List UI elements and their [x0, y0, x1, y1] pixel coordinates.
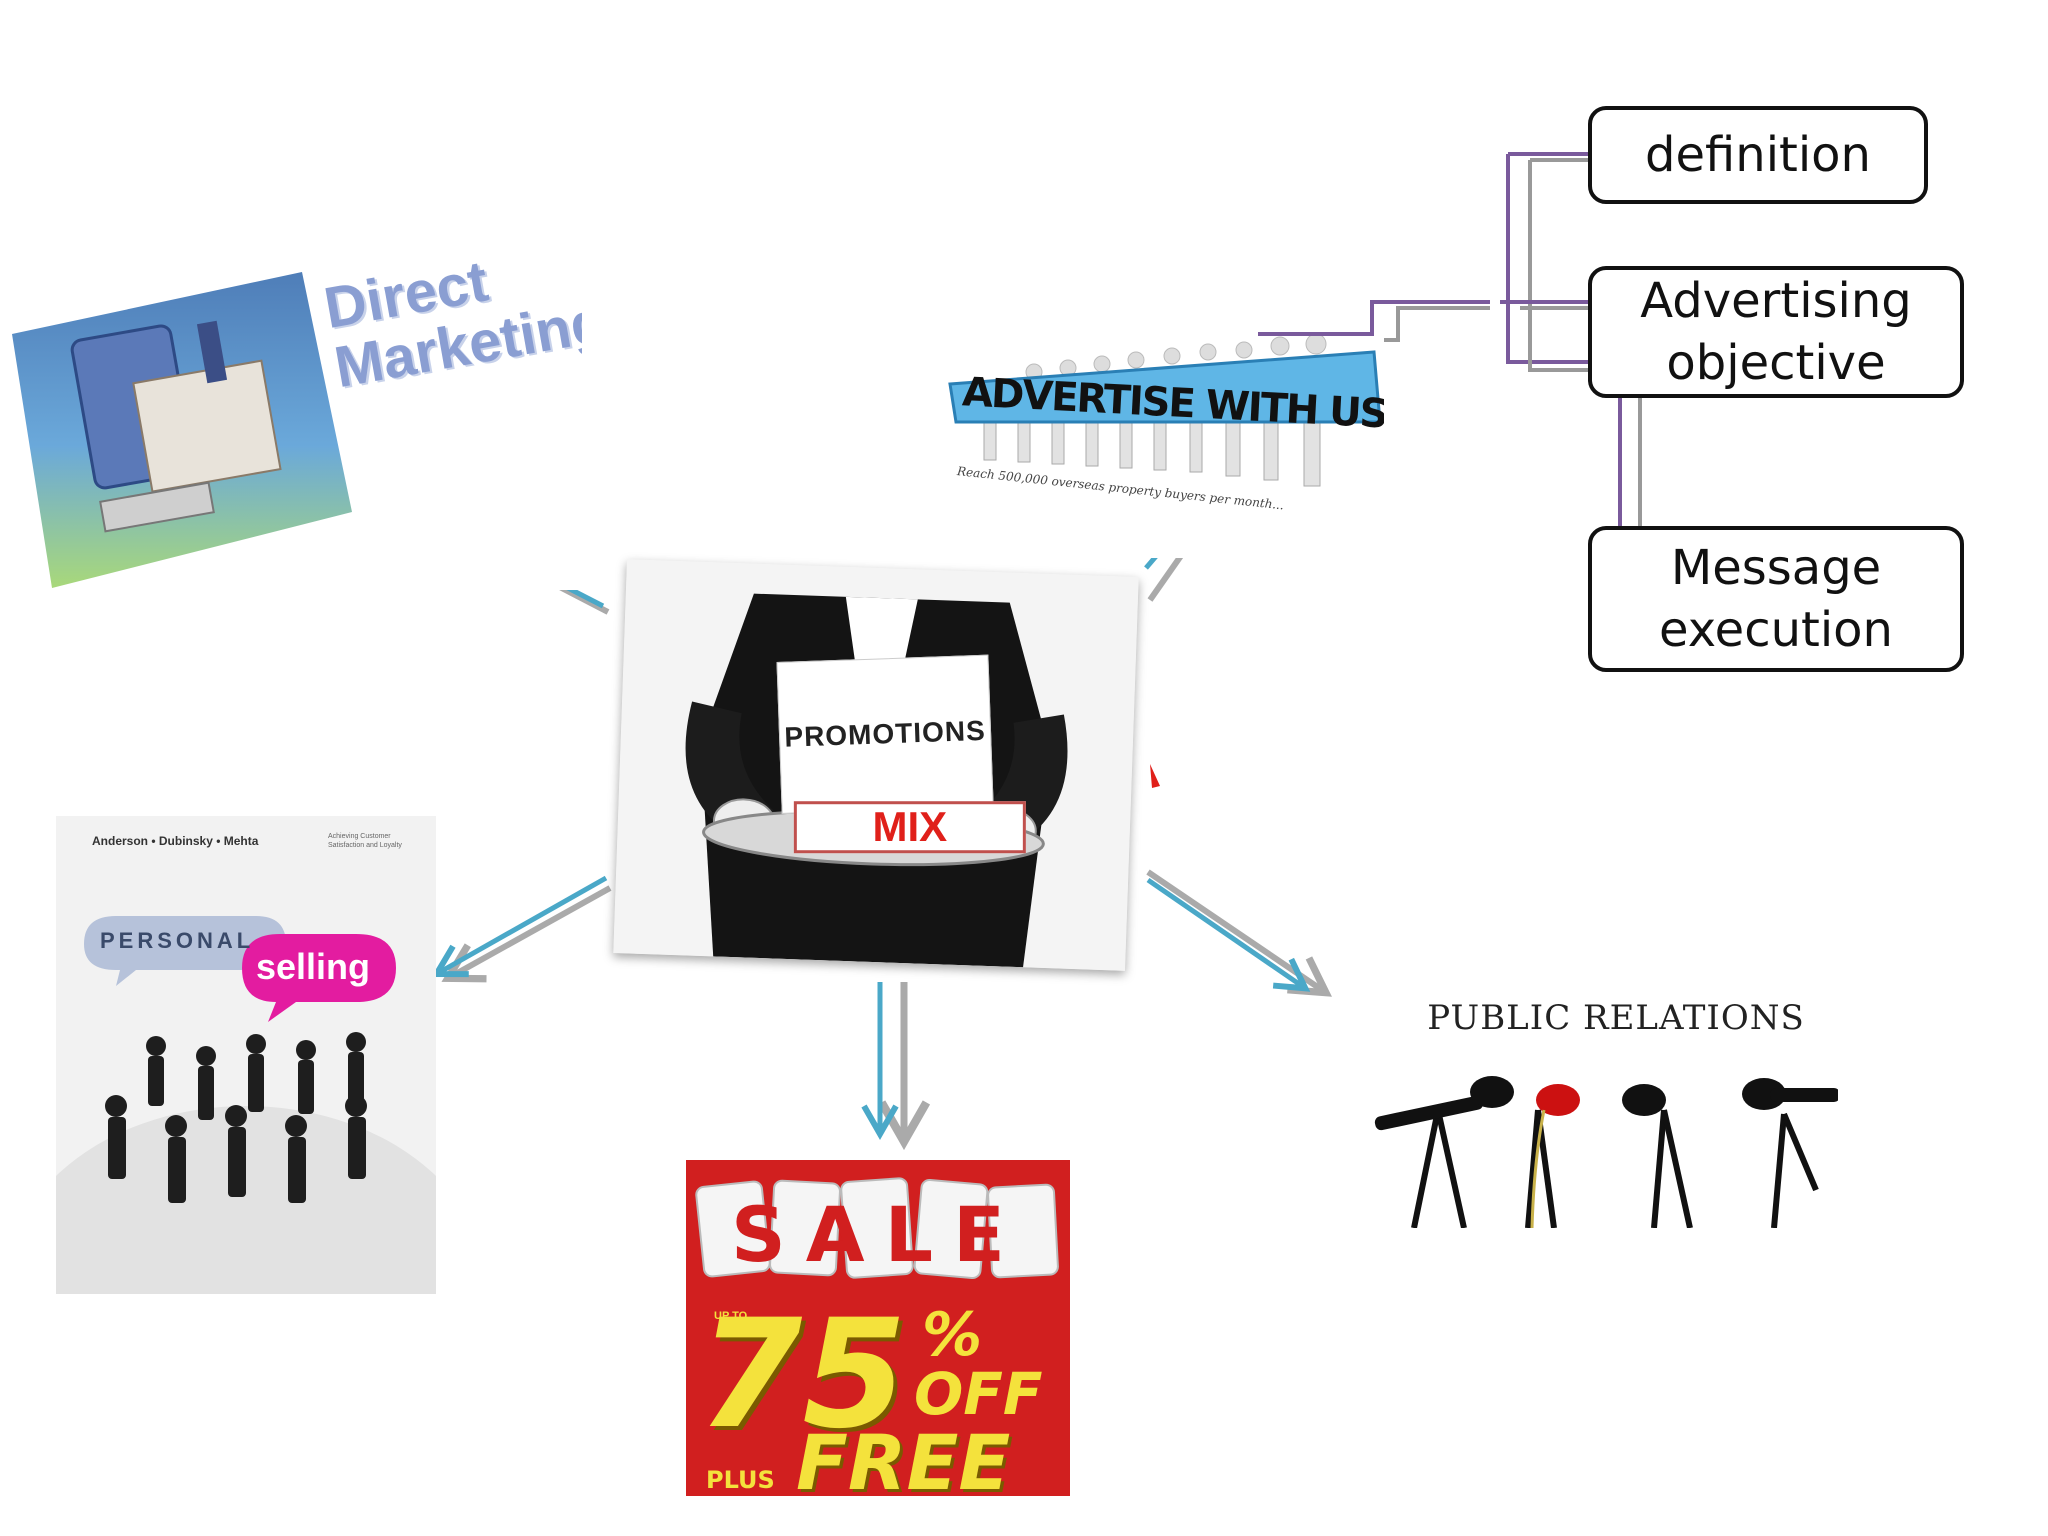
- promotions-sign-text: PROMOTIONS: [783, 714, 987, 753]
- public-relations-title: PUBLIC RELATIONS: [1427, 998, 1805, 1038]
- book-tagline: Achieving Customer Satisfaction and Loya…: [328, 833, 402, 849]
- sale-off: OFF: [914, 1360, 1043, 1428]
- sale-plus: PLUS: [706, 1466, 775, 1494]
- public-relations-image: PUBLIC RELATIONS: [1364, 990, 1838, 1228]
- red-tick-mark: [1150, 764, 1160, 788]
- arrow-to-public-relations: [1146, 869, 1332, 997]
- book-word-selling: selling: [256, 946, 371, 987]
- definition-label: definition: [1645, 127, 1871, 183]
- sale-free: FREE: [796, 1418, 1011, 1496]
- mix-label: MIX: [872, 803, 948, 851]
- definition-box: definition: [1588, 106, 1928, 204]
- sale-tags-illustration: [686, 1160, 1070, 1496]
- advertise-with-us-image: ADVERTISE WITH US Reach 500,000 overseas…: [944, 336, 1384, 558]
- mailbox-illustration: [12, 272, 352, 588]
- advertising-objective-label: Advertising objective: [1640, 273, 1912, 391]
- personal-selling-book-image: Anderson • Dubinsky • Mehta Achieving Cu…: [56, 816, 436, 1294]
- arrow-to-sales-promotion: [861, 982, 931, 1151]
- promotions-mix-image: PROMOTIONS MIX: [613, 559, 1139, 971]
- book-word-personal: PERSONAL: [100, 928, 255, 953]
- message-execution-label: Message execution: [1659, 540, 1893, 658]
- personal-selling-people-illustration: [56, 916, 436, 1294]
- arrow-to-personal-selling: [431, 875, 612, 983]
- advertising-objective-box: Advertising objective: [1588, 266, 1964, 398]
- sale-percent-number: 75: [698, 1288, 907, 1462]
- sale-poster-image: SALE UP TO 75 % OFF PLUS FREE: [686, 1160, 1070, 1496]
- promotions-sign: PROMOTIONS: [776, 654, 994, 814]
- direct-marketing-image: Direct Marketing: [12, 262, 582, 590]
- book-authors: Anderson • Dubinsky • Mehta: [92, 834, 259, 848]
- mix-label-box: MIX: [793, 801, 1026, 854]
- message-execution-box: Message execution: [1588, 526, 1964, 672]
- microphones-illustration: [1374, 1076, 1838, 1228]
- banner-figures-illustration: [948, 336, 1382, 487]
- sale-word: SALE: [731, 1190, 1025, 1279]
- sale-upto: UP TO: [714, 1310, 748, 1322]
- sale-percent-sign: %: [922, 1300, 983, 1370]
